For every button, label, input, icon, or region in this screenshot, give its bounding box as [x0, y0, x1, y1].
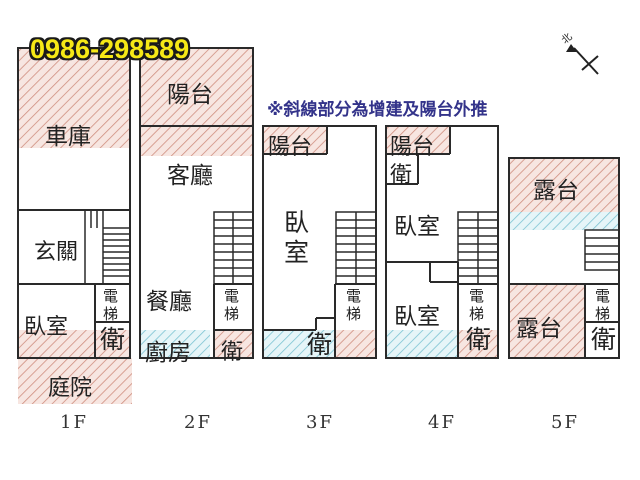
floor-label-1f: 1F — [60, 412, 88, 433]
floor-1f — [17, 47, 132, 404]
bath-hatch-3f-red — [335, 330, 376, 358]
terrace-hatch-top — [509, 158, 619, 212]
room-bathroom-2f: 衛 — [221, 340, 244, 365]
room-balcony-4f: 陽台 — [390, 135, 435, 160]
room-balcony-2f: 陽台 — [167, 82, 213, 108]
bath-hatch-2f — [214, 330, 253, 358]
room-terrace-top: 露台 — [533, 178, 579, 204]
room-bathroom-1f: 衛 — [100, 325, 126, 354]
room-bathroom-top-4f: 衛 — [390, 163, 413, 188]
stairs-1f — [84, 209, 131, 285]
floor-2f — [139, 47, 254, 359]
floor-label-4f: 4F — [428, 412, 456, 433]
room-bedroom2-4f: 臥室 — [394, 304, 440, 330]
room-terrace: 露台 — [516, 316, 562, 342]
room-elevator-1f: 電梯 — [103, 287, 119, 323]
bath-hatch-4f — [458, 330, 498, 358]
balcony-hatch-3f — [263, 126, 327, 154]
room-balcony-3f: 陽台 — [268, 135, 313, 160]
room-bedroom1-4f: 臥室 — [394, 214, 440, 240]
floor-3f — [262, 125, 377, 359]
terrace-hatch-bottom — [509, 284, 585, 358]
north-arrow-icon — [566, 44, 599, 75]
room-living: 客廳 — [167, 163, 213, 189]
room-elevator-5f: 電梯 — [595, 287, 611, 323]
room-bathroom-3f: 衛 — [307, 330, 333, 359]
kitchen-hatch — [140, 330, 210, 358]
room-garage: 車庫 — [45, 124, 91, 150]
bedroom-hatch — [18, 330, 130, 358]
room-elevator-2f: 電梯 — [224, 287, 240, 323]
floor-label-5f: 5F — [551, 412, 579, 433]
bath-hatch-3f-blue — [263, 330, 335, 358]
floor-label-3f: 3F — [306, 412, 334, 433]
room-elevator-4f: 電梯 — [469, 287, 485, 323]
floor-5f — [508, 157, 620, 359]
stairs-3f — [335, 211, 377, 285]
room-elevator-3f: 電梯 — [346, 287, 362, 323]
floor-4f — [385, 125, 499, 359]
floor-label-2f: 2F — [184, 412, 212, 433]
room-dining: 餐廳 — [146, 289, 192, 315]
room-bedroom-3f: 臥室 — [284, 208, 310, 267]
yard-hatch — [18, 358, 132, 404]
room-bathroom-5f: 衛 — [591, 325, 617, 354]
room-entrance: 玄關 — [34, 240, 79, 265]
stairs-2f — [213, 211, 254, 285]
room-kitchen: 廚房 — [145, 340, 191, 366]
phone-number: 0986-298589 — [30, 34, 190, 64]
bedroom-hatch-4f — [386, 330, 458, 358]
balcony-hatch-2f — [140, 48, 253, 156]
room-bedroom-1f: 臥室 — [24, 315, 69, 340]
balcony-hatch-4f — [386, 126, 450, 154]
garage-hatch — [18, 48, 130, 148]
room-yard: 庭院 — [48, 376, 93, 401]
stairs-5f — [584, 229, 620, 271]
stairs-4f — [457, 211, 499, 285]
note-text: ※斜線部分為增建及陽台外推 — [267, 100, 488, 120]
terrace-hatch-blue — [509, 212, 619, 230]
room-bathroom-4f: 衛 — [466, 325, 492, 354]
